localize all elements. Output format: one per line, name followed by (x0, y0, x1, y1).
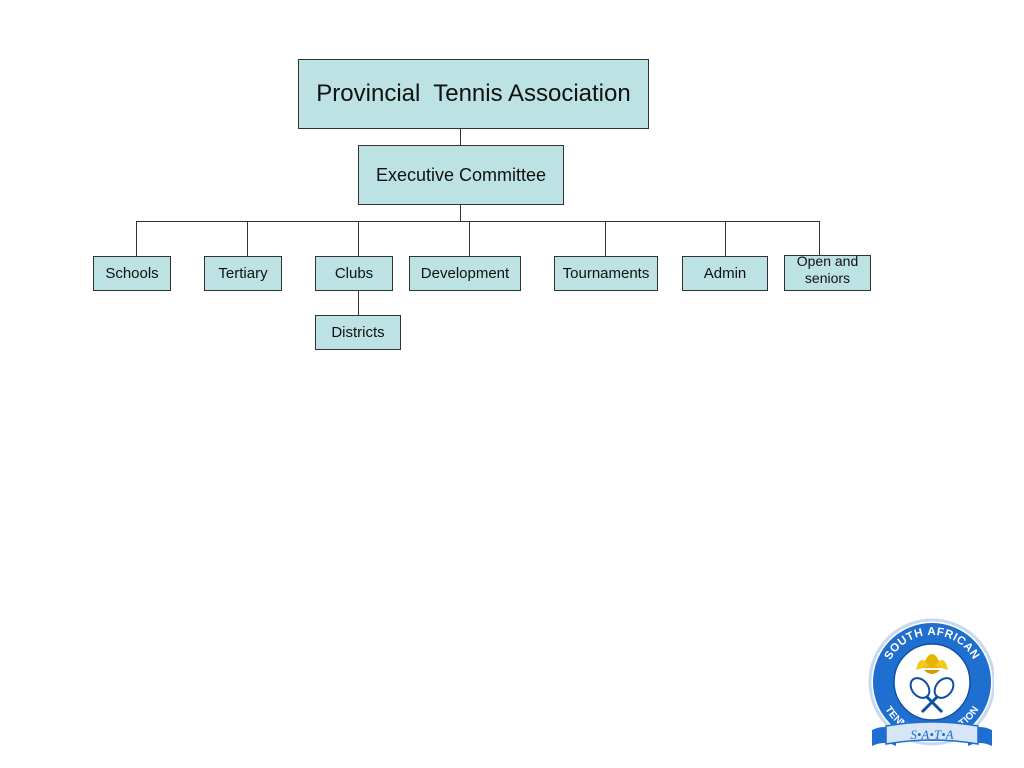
connector-development (469, 221, 470, 257)
sata-logo: SOUTH AFRICAN TENNIS ASSOCIATION S•A•T•A (868, 618, 994, 746)
connector-clubs-districts (358, 290, 359, 316)
node-provincial-association-label: Provincial Tennis Association (316, 80, 631, 108)
node-tournaments-label: Tournaments (562, 264, 650, 282)
logo-inner-disc (893, 643, 971, 721)
node-executive-committee: Executive Committee (358, 145, 564, 205)
crossed-racquets-icon (909, 677, 955, 714)
connector-exec-bus (460, 204, 461, 222)
logo-banner-text: S•A•T•A (910, 727, 953, 742)
node-development: Development (409, 256, 521, 291)
logo-banner: S•A•T•A (872, 721, 992, 746)
node-schools-label: Schools (105, 264, 159, 282)
node-tertiary-label: Tertiary (218, 264, 268, 282)
connector-bus (136, 221, 820, 222)
node-tournaments: Tournaments (554, 256, 658, 291)
node-districts-label: Districts (331, 323, 385, 341)
node-executive-committee-label: Executive Committee (375, 164, 547, 185)
connector-clubs (358, 221, 359, 257)
node-open-and-seniors-label: Open and seniors (796, 253, 859, 286)
node-tertiary: Tertiary (204, 256, 282, 291)
node-districts: Districts (315, 315, 401, 350)
connector-admin (725, 221, 726, 257)
node-provincial-association: Provincial Tennis Association (298, 59, 649, 129)
node-schools: Schools (93, 256, 171, 291)
node-clubs-label: Clubs (334, 264, 374, 282)
node-admin: Admin (682, 256, 768, 291)
node-admin-label: Admin (703, 264, 747, 282)
protea-flower-icon (916, 654, 948, 674)
connector-root-exec (460, 128, 461, 146)
connector-open-seniors (819, 221, 820, 256)
logo-ring-edge (868, 618, 994, 746)
node-open-and-seniors: Open and seniors (784, 253, 871, 291)
node-development-label: Development (420, 264, 510, 282)
connector-tournaments (605, 221, 606, 257)
connector-schools (136, 221, 137, 257)
connector-tertiary (247, 221, 248, 257)
node-clubs: Clubs (315, 256, 393, 291)
